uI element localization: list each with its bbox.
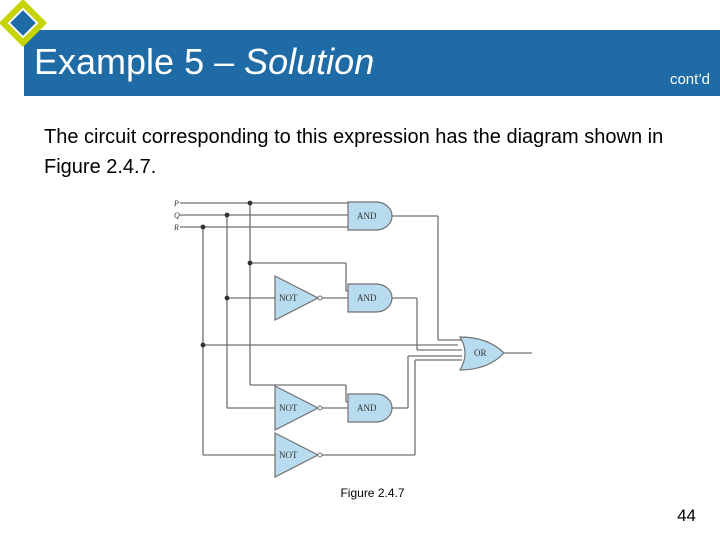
not-gate-3-label: NOT — [279, 450, 298, 460]
title-bar: Example 5 – Solution cont’d — [24, 30, 720, 96]
not-gate-1 — [274, 275, 320, 321]
and-gate-1-label: AND — [357, 211, 377, 221]
not-gate-1-label: NOT — [279, 293, 298, 303]
and-gate-3 — [347, 393, 393, 423]
junction-q2 — [224, 295, 230, 301]
junction-r — [200, 224, 206, 230]
page-number: 44 — [677, 506, 696, 525]
and-gate-2 — [347, 283, 393, 313]
not-bubble-2 — [317, 405, 323, 411]
figure-caption: Figure 2.4.7 — [340, 486, 405, 500]
body-text: The circuit corresponding to this expres… — [44, 126, 664, 178]
junctions — [200, 200, 253, 348]
junction-r2 — [200, 342, 206, 348]
gates — [274, 201, 505, 478]
or-gate-label: OR — [474, 348, 487, 358]
wires — [180, 202, 532, 456]
junction-p2 — [247, 260, 253, 266]
junction-p — [247, 200, 253, 206]
not-bubble-1 — [317, 295, 323, 301]
junction-q — [224, 212, 230, 218]
not-gate-3 — [274, 432, 320, 478]
diamond-inner-icon — [7, 7, 39, 39]
input-label-p: P — [173, 199, 179, 208]
and-gate-3-label: AND — [357, 403, 377, 413]
and-gate-2-label: AND — [357, 293, 377, 303]
not-gate-2 — [274, 385, 320, 431]
or-gate — [458, 336, 505, 371]
circuit-diagram: P Q R AND AND AND NOT NOT NOT OR — [173, 199, 532, 478]
and-gate-1 — [347, 201, 393, 231]
slide-title-main: Example 5 – — [34, 41, 245, 82]
slide-title: Example 5 – Solution — [34, 40, 374, 84]
not-bubble-3 — [317, 452, 323, 458]
input-label-q: Q — [174, 211, 180, 220]
slide-title-italic: Solution — [244, 41, 375, 82]
continued-label: cont’d — [669, 71, 710, 88]
input-label-r: R — [173, 223, 179, 232]
not-gate-2-label: NOT — [279, 403, 298, 413]
